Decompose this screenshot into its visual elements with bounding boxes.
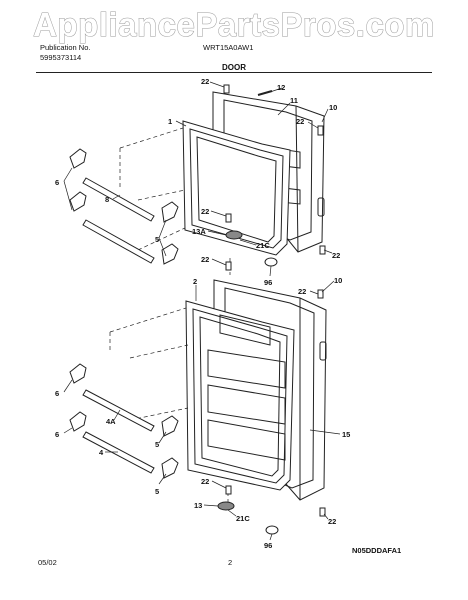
- lower-door-gasket-2: [185, 300, 295, 491]
- callout: 22: [296, 117, 304, 126]
- upper-handle-parts: [69, 148, 179, 265]
- upper-hinge-hardware: [223, 84, 326, 271]
- footer-page: 2: [228, 558, 233, 567]
- callout: 5: [155, 487, 159, 496]
- footer-code: N05DDDAFA1: [352, 546, 402, 555]
- callout: 5: [155, 440, 159, 449]
- callout: 13A: [192, 227, 206, 236]
- callout: 22: [328, 517, 336, 526]
- publication-label: Publication No.: [40, 43, 91, 52]
- callout-labels: 22 12 11 10 1 22 6 8 22 13A 21C 5 22 96 …: [55, 77, 350, 550]
- callout: 22: [298, 287, 306, 296]
- callout: 4A: [106, 417, 116, 426]
- section-title: DOOR: [222, 63, 246, 72]
- callout: 12: [277, 83, 285, 92]
- callout: 22: [201, 77, 209, 86]
- callout: 5: [155, 235, 159, 244]
- callout: 8: [105, 195, 109, 204]
- callout: 96: [264, 541, 272, 550]
- publication-number: 5995373114: [40, 53, 82, 62]
- callout: 13: [194, 501, 202, 510]
- callout: 22: [201, 207, 209, 216]
- callout: 6: [55, 178, 59, 187]
- callout: 2: [193, 277, 197, 286]
- lower-door-shelves: [207, 314, 286, 461]
- callout: 22: [201, 477, 209, 486]
- callout: 10: [329, 103, 337, 112]
- lower-hinge-hardware: [217, 289, 326, 535]
- callout: 22: [201, 255, 209, 264]
- header-rule: [36, 72, 432, 73]
- callout: 15: [342, 430, 350, 439]
- callout: 22: [332, 251, 340, 260]
- callout: 4: [99, 448, 104, 457]
- footer-date: 05/02: [38, 558, 57, 567]
- callout: 21C: [236, 514, 250, 523]
- lower-handle-parts: [69, 363, 179, 479]
- callout: 6: [55, 430, 59, 439]
- callout: 11: [290, 96, 298, 105]
- model-number: WRT15A0AW1: [203, 43, 254, 52]
- callout: 96: [264, 278, 272, 287]
- watermark: AppliancePartsPros.com: [33, 6, 435, 44]
- callout: 6: [55, 389, 59, 398]
- upper-door-gasket-1: [182, 120, 291, 256]
- callout: 1: [168, 117, 172, 126]
- callout: 10: [334, 276, 342, 285]
- leader-lines: [63, 81, 341, 541]
- callout: 21C: [256, 241, 270, 250]
